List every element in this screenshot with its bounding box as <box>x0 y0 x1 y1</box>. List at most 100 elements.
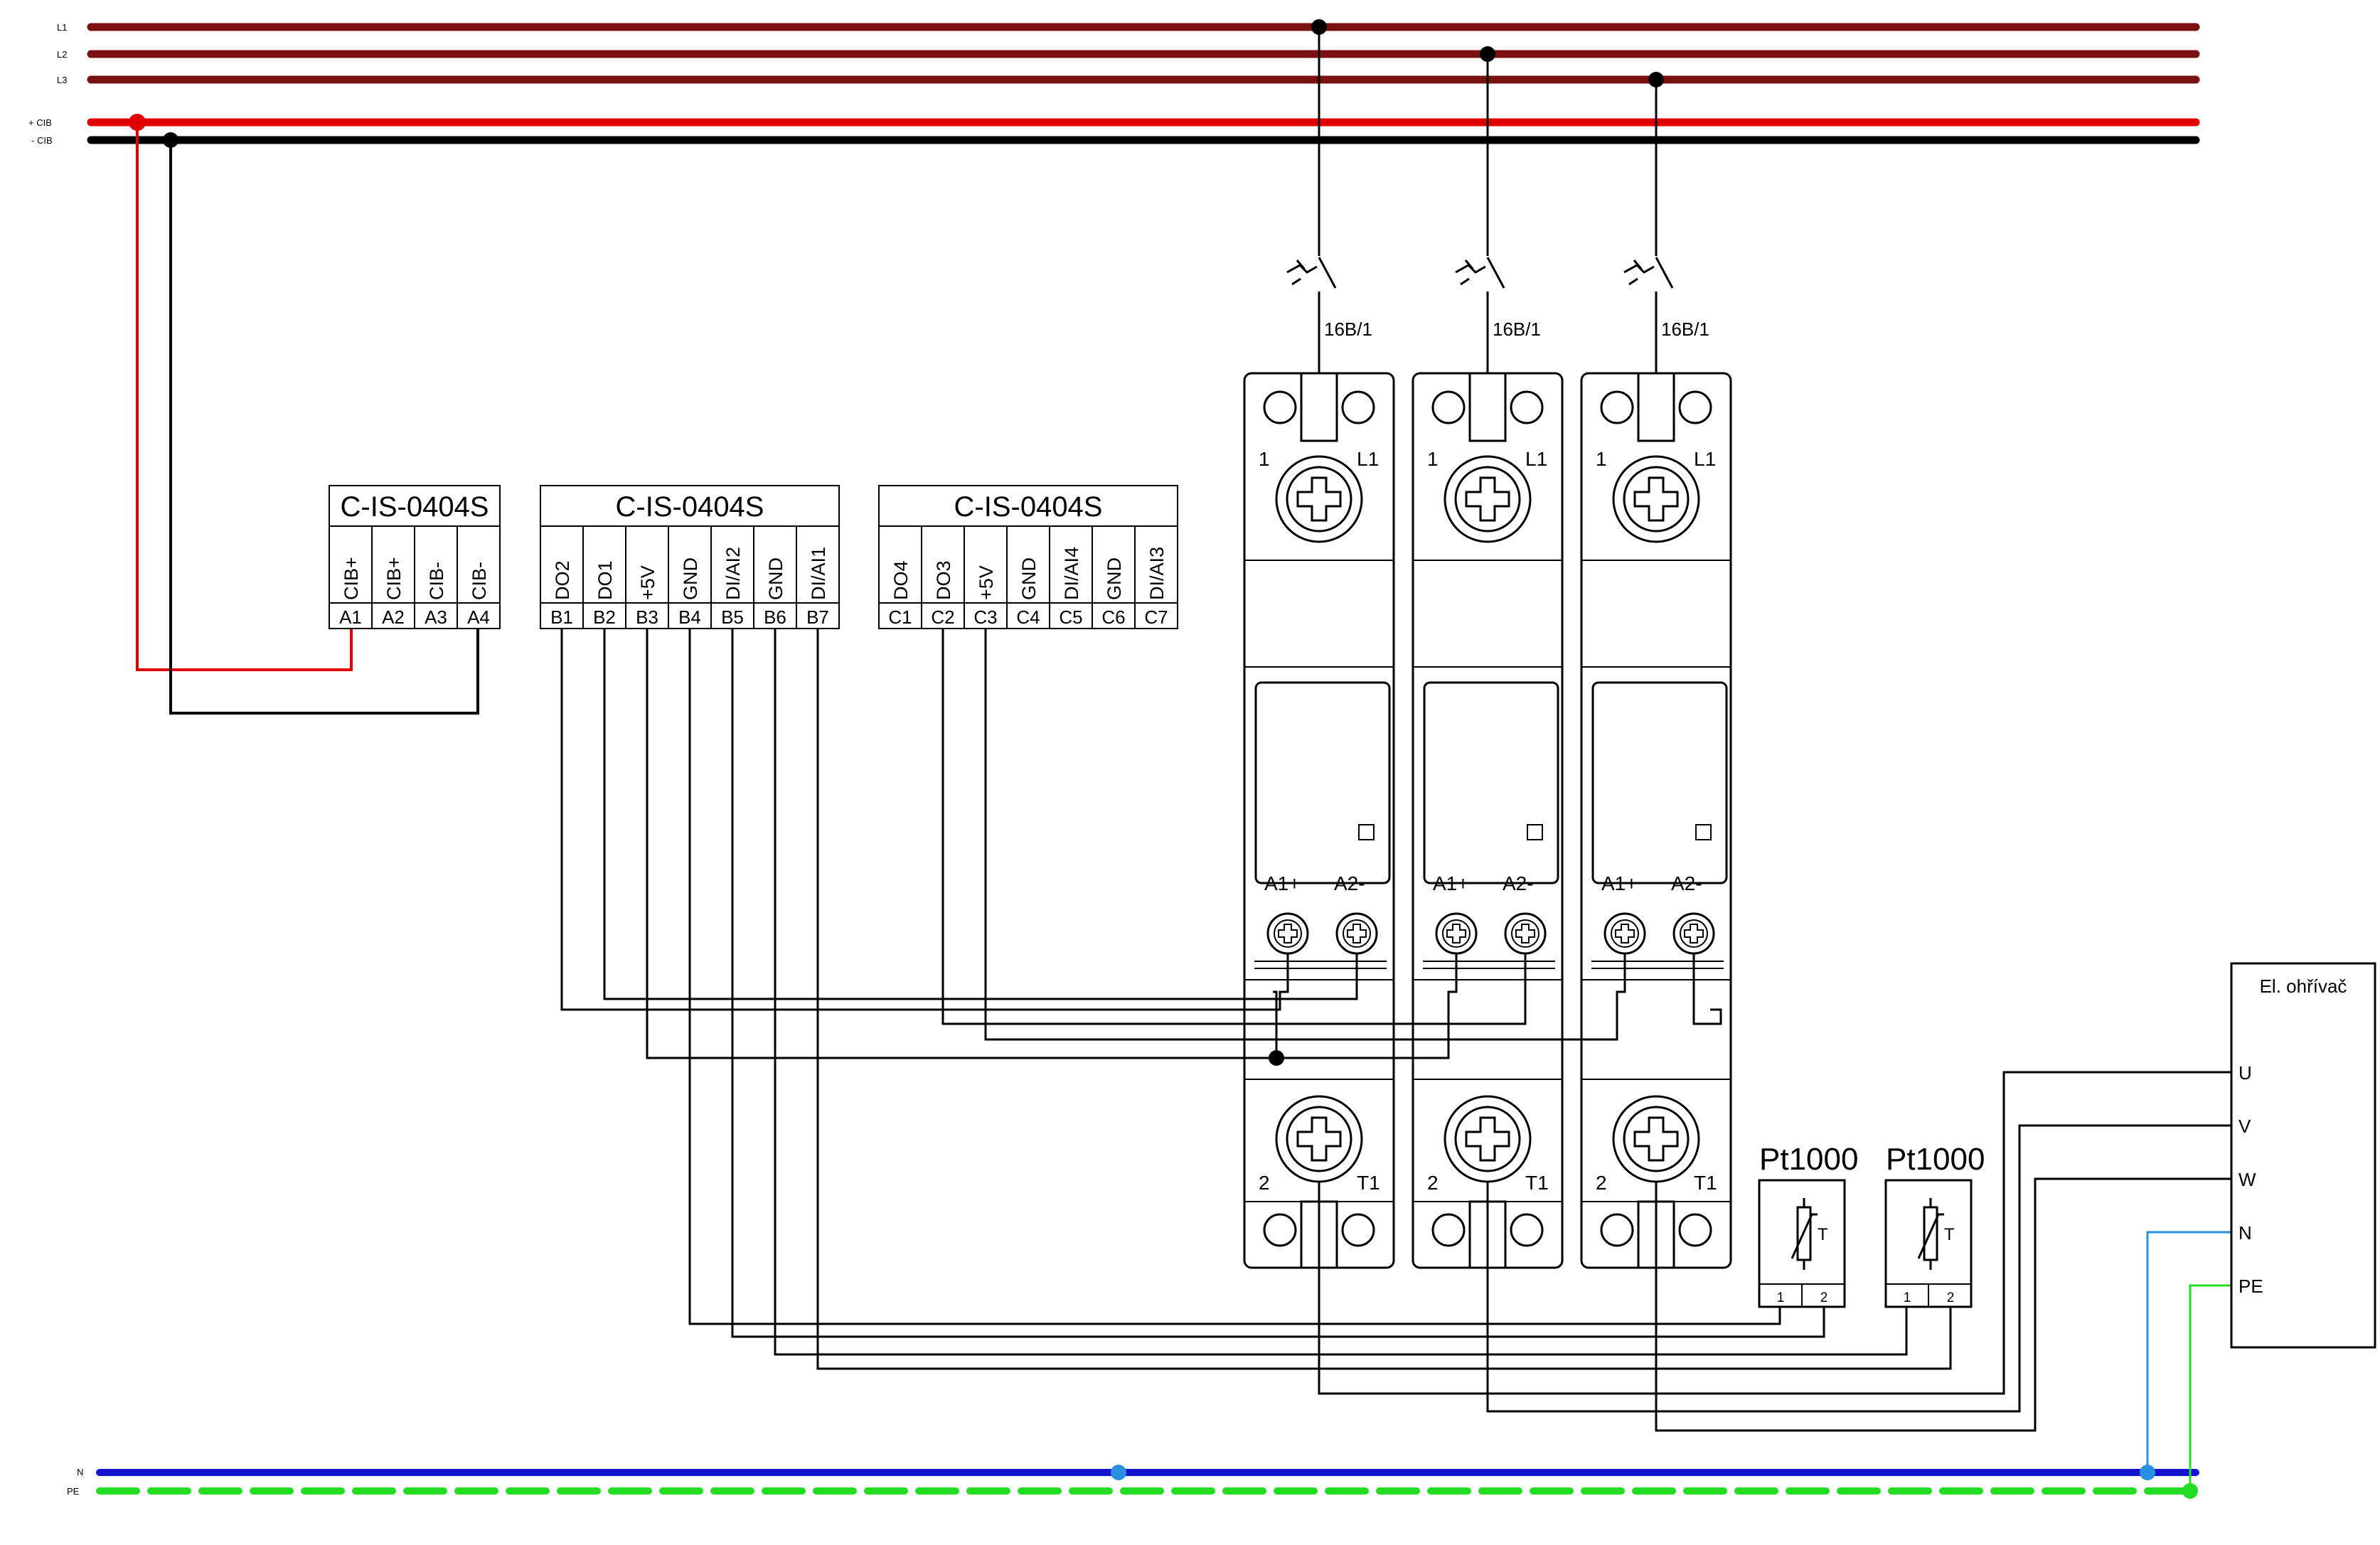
module-3-signal: DI/AI3 <box>1146 547 1168 600</box>
module-1-signal: CIB+ <box>341 557 362 600</box>
node-5v-common <box>1269 1050 1284 1066</box>
relay-3-coil: A1+ <box>1601 872 1638 894</box>
node-l3 <box>1648 72 1664 87</box>
module-3-signal: GND <box>1104 557 1125 600</box>
module-2-pin: B2 <box>593 606 616 628</box>
wire-cib-minus <box>169 140 479 715</box>
node-l1 <box>1311 19 1327 35</box>
module-3-pin: C6 <box>1101 606 1125 628</box>
node-pe-heater <box>2182 1483 2198 1499</box>
module-2-pin: B5 <box>721 606 744 628</box>
module-2-signal: DI/AI2 <box>722 547 744 600</box>
relay-2-screw-top <box>1444 455 1532 543</box>
module-1-pin: A1 <box>339 606 362 628</box>
module-3-signal: DO4 <box>890 560 912 600</box>
relay-1-terminal: 1 <box>1259 448 1270 470</box>
module-3-pin: C4 <box>1016 606 1040 628</box>
breaker-1-symbol <box>1286 260 1318 286</box>
heater-terminal-u: U <box>2238 1062 2252 1084</box>
relay-1-coil: A1+ <box>1264 872 1301 894</box>
module-2: C-IS-0404S DO2 DO1 +5V GND DI/AI2 GND DI… <box>540 485 840 629</box>
relay-1-screw-top <box>1275 455 1363 543</box>
relay-3-screw-bottom <box>1612 1095 1700 1183</box>
module-1-title: C-IS-0404S <box>341 491 489 523</box>
bus-label-n: N <box>77 1467 83 1477</box>
module-2-signal: +5V <box>637 565 658 600</box>
module-2-signal: DI/AI1 <box>808 547 829 600</box>
relay-2-coil-screws <box>1435 912 1547 955</box>
module-2-signal: DO1 <box>594 560 616 600</box>
module-3-signal: +5V <box>976 565 997 600</box>
relay-2-terminal: 1 <box>1427 448 1439 470</box>
module-2-title: C-IS-0404S <box>616 491 764 523</box>
node-n-mid <box>1111 1465 1126 1480</box>
module-3: C-IS-0404S DO4 DO3 +5V GND DI/AI4 GND DI… <box>878 485 1178 629</box>
relay-2-coil: A2- <box>1503 872 1534 894</box>
module-2-signal: GND <box>680 557 701 600</box>
relay-2-terminal: 2 <box>1427 1172 1439 1194</box>
module-3-pin: C1 <box>888 606 912 628</box>
module-1-signal: CIB+ <box>383 557 405 600</box>
breaker-2-symbol <box>1455 260 1486 286</box>
module-3-pin: C2 <box>931 606 954 628</box>
module-2-signal: DO2 <box>552 560 573 600</box>
pt1000-sensor-2: Pt1000 T 1 2 <box>1884 1142 1985 1308</box>
module-1-signal: CIB- <box>469 562 490 600</box>
relay-1-coil-screws <box>1266 912 1378 955</box>
pt1000-1-pin: 2 <box>1820 1290 1828 1305</box>
module-3-frame <box>878 485 1178 629</box>
module-2-pin: B3 <box>636 606 658 628</box>
module-3-title: C-IS-0404S <box>954 491 1103 523</box>
node-cib-minus <box>163 132 178 148</box>
breaker-3-symbol <box>1623 260 1655 286</box>
sensor-wiring <box>688 629 1952 1370</box>
heater-box <box>2230 962 2376 1349</box>
heater-terminal-n: N <box>2238 1222 2252 1244</box>
power-buses <box>87 23 2200 1495</box>
relay-2-coil: A1+ <box>1433 872 1469 894</box>
relay-3-terminal: 2 <box>1596 1172 1607 1194</box>
bus-label-l2: L2 <box>57 49 67 60</box>
heater-terminal-w: W <box>2238 1169 2256 1190</box>
heater-terminal-v: V <box>2238 1116 2251 1137</box>
node-l2 <box>1480 46 1495 62</box>
relay-3-terminal: 1 <box>1596 448 1607 470</box>
module-2-signal: GND <box>765 557 786 600</box>
module-1-signal: CIB- <box>426 562 447 600</box>
relay-2-terminal: L1 <box>1525 448 1547 470</box>
relay-1-screw-bottom <box>1275 1095 1363 1183</box>
relay-1-terminal: T1 <box>1357 1172 1380 1194</box>
relay-1: 1 L1 A1+ A2- 2 T1 <box>1243 372 1395 1269</box>
module-1-pin: A2 <box>382 606 405 628</box>
pt1000-1-symbol: T <box>1818 1225 1828 1244</box>
breaker-3-rating: 16B/1 <box>1661 319 1709 340</box>
relay-3: 1 L1 A1+ A2- 2 T1 <box>1580 372 1732 1269</box>
relay-3-screw-top <box>1612 455 1700 543</box>
module-3-pin: C7 <box>1144 606 1168 628</box>
relay-2-terminal: T1 <box>1525 1172 1549 1194</box>
relay-2: 1 L1 A1+ A2- 2 T1 <box>1412 372 1564 1269</box>
bus-label-pe: PE <box>67 1486 80 1497</box>
relay-1-terminal: L1 <box>1357 448 1379 470</box>
pt1000-sensor-1: Pt1000 T 1 2 <box>1758 1142 1858 1308</box>
control-wiring <box>560 629 1722 1059</box>
bus-labels: L1 L2 L3 + CIB - CIB N PE <box>28 22 83 1497</box>
heater-terminal-pe: PE <box>2238 1276 2263 1297</box>
heater-n-pe-wiring <box>2146 1231 2231 1491</box>
module-3-pin: C3 <box>973 606 997 628</box>
relay-3-terminal: T1 <box>1694 1172 1717 1194</box>
relay-3-coil-screws <box>1603 912 1715 955</box>
module-3-signal: GND <box>1018 557 1040 600</box>
module-3-signal: DI/AI4 <box>1061 547 1082 600</box>
module-2-pin: B6 <box>764 606 786 628</box>
bus-label-cib-minus: - CIB <box>31 135 53 146</box>
node-cib-plus <box>129 114 146 131</box>
module-2-pin: B1 <box>550 606 573 628</box>
pt1000-1-name: Pt1000 <box>1759 1142 1858 1177</box>
pt1000-1-pin: 1 <box>1777 1290 1785 1305</box>
module-1: C-IS-0404S CIB+ CIB+ CIB- CIB- A1 A2 A3 … <box>329 485 501 629</box>
pt1000-2-symbol: T <box>1944 1225 1955 1244</box>
heater-wiring <box>1318 1071 2231 1432</box>
module-2-pin: B7 <box>806 606 829 628</box>
